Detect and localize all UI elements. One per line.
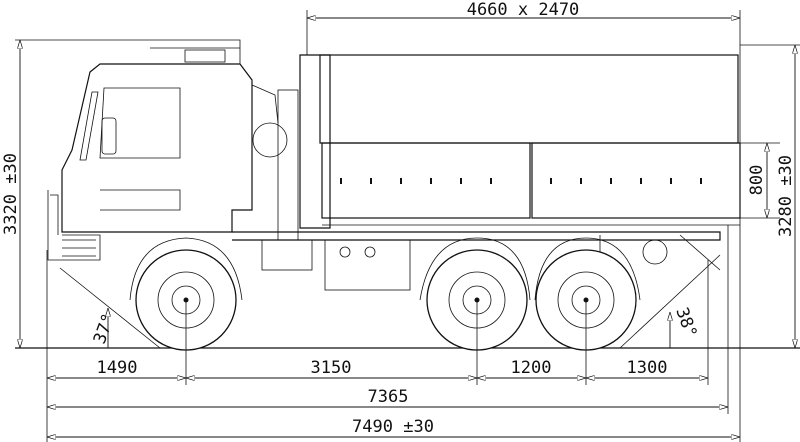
body-length-label: 7365 [368, 387, 409, 407]
headboard [299, 54, 331, 229]
wheels [135, 249, 637, 351]
departure-angle-line [619, 254, 721, 349]
spare-wheel [252, 122, 288, 158]
front-overhang-label: 1490 [97, 358, 138, 378]
rear-overhang-label: 1300 [627, 358, 668, 378]
departure-angle-label: 38° [671, 305, 700, 341]
axle-spacing-label: 1200 [511, 358, 552, 378]
cab-window [99, 87, 181, 159]
approach-angle-label: 37° [90, 311, 119, 347]
overall-height-label: 3320 ±30 [1, 153, 21, 235]
tank [261, 239, 313, 271]
wheelbase-label: 3150 [311, 358, 352, 378]
platform-outline [319, 54, 739, 144]
platform-dimension-label: 4660 x 2470 [467, 0, 580, 20]
side-panel-front [321, 142, 531, 219]
side-height-label: 800 [747, 165, 767, 196]
side-panel-rear [531, 142, 741, 219]
dimension-lines [20, 18, 795, 437]
tool-box [324, 239, 411, 291]
mirror [101, 117, 117, 155]
cab [61, 63, 253, 233]
overall-length-label: 7490 ±30 [352, 417, 434, 437]
truck [47, 39, 741, 301]
platform-height-label: 3280 ±30 [776, 155, 796, 237]
